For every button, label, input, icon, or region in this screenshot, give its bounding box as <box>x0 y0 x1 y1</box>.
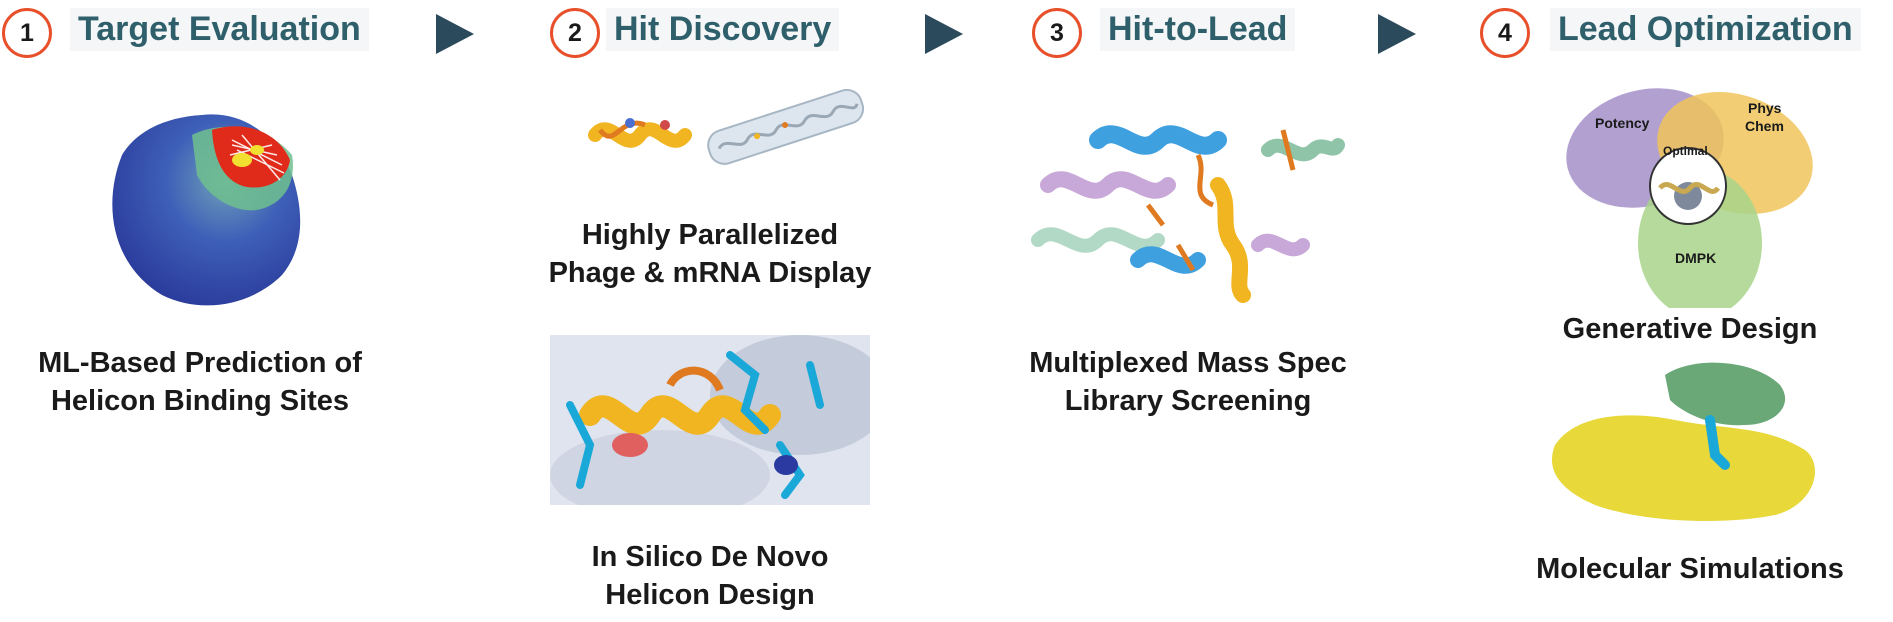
venn-dmpk-label: DMPK <box>1675 250 1716 266</box>
step-number-4: 4 <box>1480 8 1530 58</box>
stage-1-caption: ML-Based Prediction of Helicon Binding S… <box>0 344 400 420</box>
venn-chem-label: Chem <box>1745 118 1784 134</box>
arrow-right-icon <box>1378 14 1416 54</box>
stage-4-title: Lead Optimization <box>1550 8 1861 51</box>
stage-4-caption-2: Molecular Simulations <box>1490 550 1890 588</box>
multiplexed-helices-image <box>1031 125 1345 303</box>
caption-line: Multiplexed Mass Spec <box>1029 347 1347 379</box>
step-number-2: 2 <box>550 8 600 58</box>
arrow-right-icon <box>925 14 963 54</box>
caption-line: Library Screening <box>1064 385 1312 417</box>
venn-phys-label: Phys <box>1748 100 1782 116</box>
phage-display-image <box>588 88 865 165</box>
caption-line: Helicon Design <box>605 579 815 611</box>
stage-3-caption: Multiplexed Mass Spec Library Screening <box>988 344 1388 420</box>
de-novo-helix-image <box>550 335 870 505</box>
caption-line: Helicon Binding Sites <box>50 385 350 417</box>
stage-1-title: Target Evaluation <box>70 8 369 51</box>
caption-line: Highly Parallelized <box>581 219 839 251</box>
stage-4-caption-1: Generative Design <box>1490 310 1890 348</box>
venn-potency-label: Potency <box>1595 115 1650 131</box>
caption-line: Generative Design <box>1562 313 1818 345</box>
venn-optimal-label: Optimal <box>1663 144 1708 158</box>
caption-line: ML-Based Prediction of <box>38 347 362 379</box>
stage-3-title: Hit-to-Lead <box>1100 8 1296 51</box>
stage-2-caption-2: In Silico De Novo Helicon Design <box>510 538 910 614</box>
stage-2-caption-1: Highly Parallelized Phage & mRNA Display <box>510 216 910 292</box>
caption-line: Molecular Simulations <box>1536 553 1844 585</box>
step-number-3: 3 <box>1032 8 1082 58</box>
molecular-simulation-image <box>1551 362 1815 521</box>
step-number-1: 1 <box>2 8 52 58</box>
caption-line: In Silico De Novo <box>591 541 829 573</box>
venn-diagram: Potency Phys Chem Optimal DMPK <box>1566 88 1813 308</box>
arrow-right-icon <box>436 14 474 54</box>
stage-2-title: Hit Discovery <box>606 8 840 51</box>
caption-line: Phage & mRNA Display <box>548 257 872 289</box>
protein-surface-image <box>112 114 301 306</box>
